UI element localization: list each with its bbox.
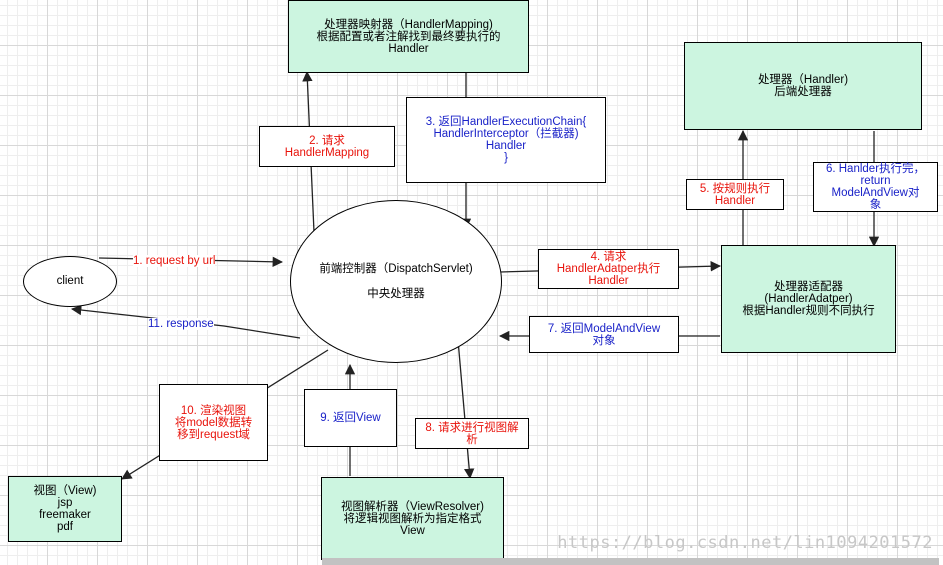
handler-mapping-desc: 根据配置或者注解找到最终要执行的 <box>316 30 501 43</box>
step-6-box: 6. Hanlder执行完， return ModelAndView对 象 <box>813 162 938 212</box>
step-2-line2: HandlerMapping <box>284 146 370 159</box>
handler-mapping-node: 处理器映射器（HandlerMapping) 根据配置或者注解找到最终要执行的 … <box>288 0 529 73</box>
step-7-line2: 对象 <box>592 334 616 347</box>
step-10-line2: 将model数据转 <box>174 416 253 429</box>
handler-mapping-title: 处理器映射器（HandlerMapping) <box>324 18 493 31</box>
dispatcher-desc: 中央处理器 <box>367 287 425 300</box>
handler-mapping-sub: Handler <box>388 42 429 55</box>
view-title: 视图（View) <box>33 485 97 497</box>
client-node: client <box>23 256 117 307</box>
step-2-line1: 2. 请求 <box>309 134 345 147</box>
view-pdf: pdf <box>57 521 73 533</box>
step-5-box: 5. 按规则执行 Handler <box>686 179 784 210</box>
dispatcher-node: 前端控制器（DispatchServlet) 中央处理器 <box>290 200 502 363</box>
handler-desc: 后端处理器 <box>774 86 832 98</box>
handler-title: 处理器（Handler) <box>757 74 849 86</box>
handler-node: 处理器（Handler) 后端处理器 <box>684 42 922 130</box>
step-7-line1: 7. 返回ModelAndView <box>547 322 661 335</box>
horizontal-scrollbar[interactable] <box>322 558 939 565</box>
step-9-line1: 9. 返回View <box>320 412 381 424</box>
view-resolver-desc: 将逻辑视图解析为指定格式 <box>343 512 482 525</box>
step-4-line3: Handler <box>588 275 629 287</box>
handler-adapter-desc: 根据Handler规则不同执行 <box>742 305 875 317</box>
view-resolver-sub: View <box>400 524 425 537</box>
step-3-line3: Handler <box>485 140 527 152</box>
step-10-box: 10. 渲染视图 将model数据转 移到request域 <box>159 384 268 461</box>
view-jsp: jsp <box>57 497 73 509</box>
step-2-box: 2. 请求 HandlerMapping <box>259 126 395 167</box>
client-label: client <box>56 275 84 287</box>
step-8-line2: 析 <box>466 433 478 446</box>
step-6-line2: return <box>860 175 891 187</box>
step-10-line3: 移到request域 <box>177 428 250 441</box>
step-5-line2: Handler <box>714 194 756 207</box>
step-7-box: 7. 返回ModelAndView 对象 <box>529 316 679 353</box>
view-node: 视图（View) jsp freemaker pdf <box>8 476 122 542</box>
handler-adapter-node: 处理器适配器 (HandlerAdatper) 根据Handler规则不同执行 <box>721 245 896 353</box>
step-11-label: 11. response <box>148 318 214 330</box>
step-1-label: 1. request by url <box>133 255 216 267</box>
arrow-request-resolve <box>457 339 475 480</box>
arrow-response <box>70 304 301 339</box>
step-6-line3: ModelAndView对 <box>831 187 920 199</box>
dispatcher-title: 前端控制器（DispatchServlet) <box>319 262 473 275</box>
step-3-line1: 3. 返回HandlerExecutionChain{ <box>425 116 587 128</box>
step-4-line2: HandlerAdatper执行 <box>556 263 661 275</box>
step-4-box: 4. 请求 HandlerAdatper执行 Handler <box>538 249 679 289</box>
handler-adapter-sub: (HandlerAdatper) <box>764 293 853 305</box>
watermark: https://blog.csdn.net/lin1094201572 <box>557 533 933 553</box>
step-8-box: 8. 请求进行视图解 析 <box>415 418 529 449</box>
view-freemaker: freemaker <box>39 509 91 521</box>
step-3-box: 3. 返回HandlerExecutionChain{ HandlerInter… <box>406 97 606 183</box>
step-3-line2: HandlerInterceptor（拦截器) <box>433 128 579 140</box>
step-8-line1: 8. 请求进行视图解 <box>425 421 519 434</box>
step-9-box: 9. 返回View <box>304 389 397 447</box>
step-4-line1: 4. 请求 <box>590 251 627 263</box>
step-3-line4: } <box>504 152 508 164</box>
view-resolver-title: 视图解析器（ViewResolver) <box>341 500 484 513</box>
step-5-line1: 5. 按规则执行 <box>699 182 771 195</box>
view-resolver-node: 视图解析器（ViewResolver) 将逻辑视图解析为指定格式 View <box>321 477 504 560</box>
handler-adapter-title: 处理器适配器 <box>774 281 843 293</box>
step-6-line1: 6. Hanlder执行完， <box>825 163 926 175</box>
step-6-line4: 象 <box>869 199 882 211</box>
step-10-line1: 10. 渲染视图 <box>180 404 247 417</box>
